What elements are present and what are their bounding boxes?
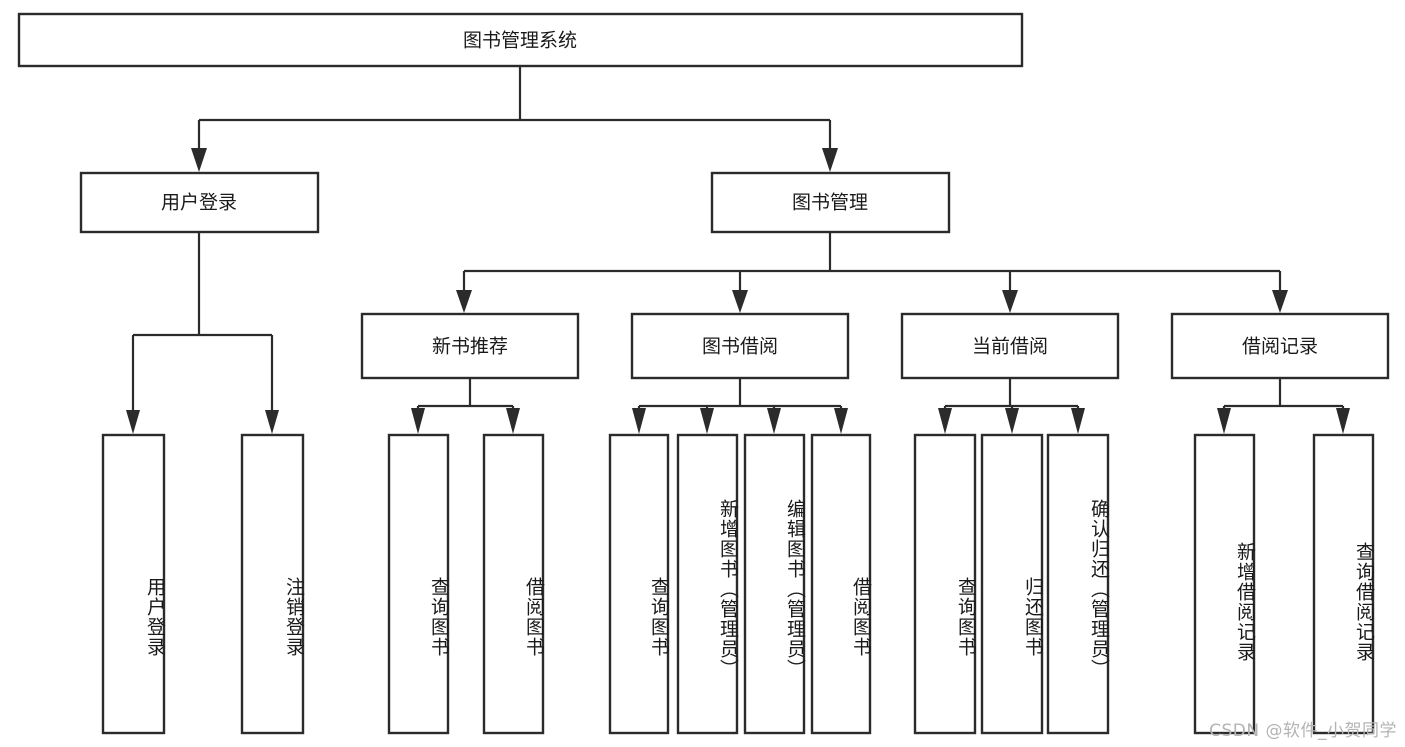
leaf-boxes-current-borrow: [913, 433, 1110, 735]
node-new-book-recommend-label: 新书推荐: [432, 336, 508, 358]
leaf-box-bb-edit[interactable]: [743, 433, 806, 735]
node-borrow-record-box[interactable]: [1170, 312, 1390, 380]
leaf-box-br-query[interactable]: [1312, 433, 1375, 735]
node-borrow-record[interactable]: 借阅记录: [1170, 312, 1390, 380]
node-book-borrow-box[interactable]: [630, 312, 850, 380]
node-user-login-box[interactable]: [79, 171, 320, 234]
node-current-borrow[interactable]: 当前借阅: [900, 312, 1120, 380]
leaf-box-br-add[interactable]: [1193, 433, 1256, 735]
arrow-head-br-add: [1217, 408, 1231, 434]
csdn-watermark: CSDN @软件_小贺同学: [1209, 721, 1397, 741]
node-root[interactable]: 图书管理系统: [17, 12, 1024, 68]
leaf-box-cb-return[interactable]: [980, 433, 1044, 735]
connector-group-borrow-record: [1217, 379, 1350, 434]
arrow-head-bb-edit: [767, 408, 781, 434]
arrow-head-nb-query: [411, 408, 425, 434]
connector-group-root: [191, 66, 838, 172]
arrow-head-current-borrow: [1002, 290, 1018, 313]
leaf-box-logout[interactable]: [240, 433, 305, 735]
node-borrow-record-label: 借阅记录: [1242, 336, 1318, 358]
leaf-box-bb-add[interactable]: [676, 433, 739, 735]
node-user-login-label: 用户登录: [161, 192, 237, 214]
arrow-head-user-login: [191, 148, 207, 172]
node-current-borrow-box[interactable]: [900, 312, 1120, 380]
node-book-borrow[interactable]: 图书借阅: [630, 312, 850, 380]
node-root-label: 图书管理系统: [463, 30, 577, 52]
connector-group-user-login: [126, 232, 279, 434]
leaf-box-bb-borrow[interactable]: [810, 433, 872, 735]
leaf-boxes-borrow-record: [1193, 433, 1375, 735]
arrow-head-borrow-record: [1272, 290, 1288, 313]
leaf-box-nb-query[interactable]: [387, 433, 450, 735]
arrow-head-bb-add: [700, 408, 714, 434]
leaf-boxes-user-login: [101, 433, 305, 735]
leaf-boxes-new-book: [387, 433, 545, 735]
node-current-borrow-label: 当前借阅: [972, 336, 1048, 358]
arrow-head-br-query: [1336, 408, 1350, 434]
arrow-head-cb-confirm: [1071, 408, 1085, 434]
node-user-login[interactable]: 用户登录: [79, 171, 320, 234]
leaf-box-user-login[interactable]: [101, 433, 166, 735]
leaf-box-nb-borrow[interactable]: [482, 433, 545, 735]
leaf-box-cb-query[interactable]: [913, 433, 977, 735]
arrow-head-leaf-user-login: [126, 410, 140, 434]
arrow-head-cb-query: [938, 408, 952, 434]
connector-group-book-borrow: [632, 379, 848, 434]
leaf-boxes-book-borrow: [608, 433, 872, 735]
arrow-head-bb-borrow: [834, 408, 848, 434]
arrow-head-book-borrow: [732, 290, 748, 313]
arrow-head-new-book: [456, 290, 472, 313]
leaf-box-bb-query[interactable]: [608, 433, 670, 735]
connector-group-book-manage: [456, 232, 1288, 313]
connector-group-current-borrow: [938, 379, 1085, 434]
node-book-manage-label: 图书管理: [792, 192, 868, 214]
arrow-head-bb-query: [632, 408, 646, 434]
node-root-box[interactable]: [17, 12, 1024, 68]
leaf-box-cb-confirm[interactable]: [1046, 433, 1110, 735]
arrow-head-nb-borrow: [506, 408, 520, 434]
arrow-head-leaf-logout: [265, 410, 279, 434]
node-new-book-recommend-box[interactable]: [360, 312, 580, 380]
node-new-book-recommend[interactable]: 新书推荐: [360, 312, 580, 380]
connector-group-new-book: [411, 379, 520, 434]
node-book-manage[interactable]: 图书管理: [710, 171, 951, 234]
node-book-borrow-label: 图书借阅: [702, 336, 778, 358]
arrow-head-cb-return: [1005, 408, 1019, 434]
arrow-head-book-manage: [822, 148, 838, 172]
node-book-manage-box[interactable]: [710, 171, 951, 234]
